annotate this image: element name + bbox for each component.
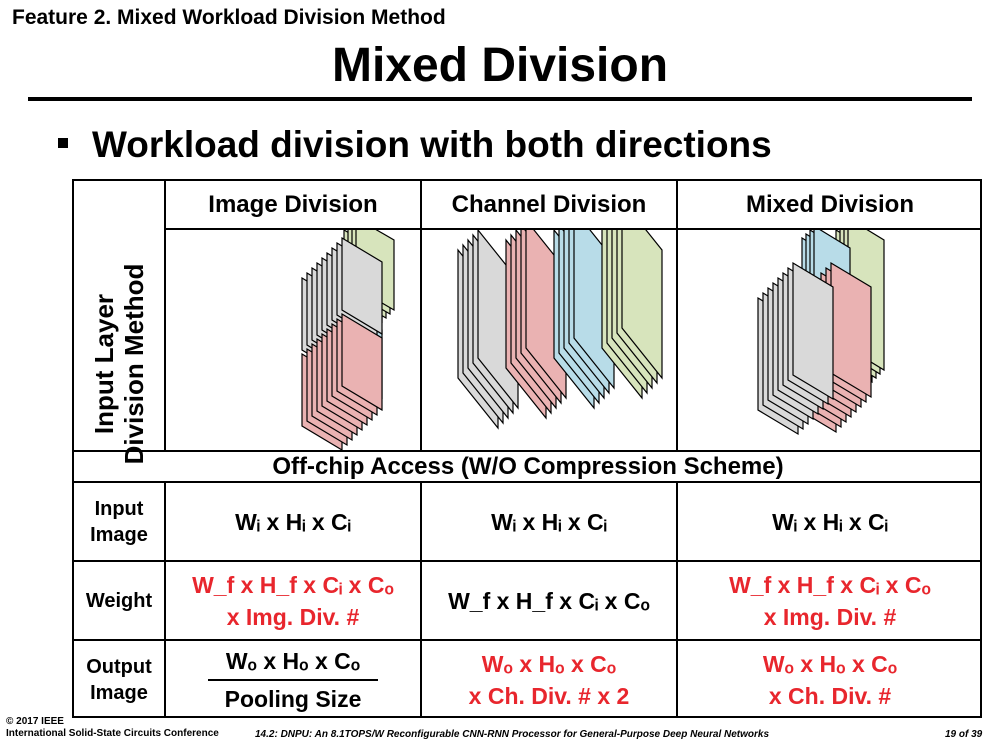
- paper-reference: 14.2: DNPU: An 8.1TOPS/W Reconfigurable …: [255, 729, 770, 740]
- bullet-text: Workload division with both directions: [92, 124, 772, 165]
- numerator: Wₒ x Hₒ x Cₒ: [225, 647, 361, 674]
- header-mixed-division: Mixed Division: [745, 190, 915, 218]
- denominator: Pooling Size: [224, 685, 362, 712]
- fraction-bar: [208, 678, 378, 681]
- red-plane: [341, 312, 383, 412]
- gray-plane: [792, 261, 834, 401]
- cell-input-mixed-division: Wᵢ x Hᵢ x Cᵢ: [678, 483, 982, 560]
- cell-input-channel-division: Wᵢ x Hᵢ x Cᵢ: [422, 483, 676, 560]
- green-plane: [621, 230, 663, 380]
- offchip-access-header: Off-chip Access (W/O Compression Scheme): [272, 452, 784, 480]
- header-channel-division: Channel Division: [451, 190, 647, 218]
- header-image-division: Image Division: [208, 190, 378, 218]
- title-rule: [28, 97, 972, 101]
- cell-weight-channel-division: W_f x H_f x Cᵢ x Cₒ: [448, 587, 650, 614]
- formula: Wᵢ x Hᵢ x Cᵢ: [235, 508, 351, 535]
- formula: Wᵢ x Hᵢ x Cᵢ: [491, 508, 607, 535]
- gray-plane: [341, 236, 383, 336]
- image-division-diagram: [301, 230, 395, 450]
- cell-output-image-division: Wₒ x Hₒ x Cₒ Pooling Size: [166, 641, 420, 718]
- formula: Wᵢ x Hᵢ x Cᵢ: [772, 508, 888, 535]
- page-number: 19 of 39: [945, 729, 983, 740]
- cell-input-image-division: Wᵢ x Hᵢ x Cᵢ: [166, 483, 420, 560]
- channel-division-diagram: [457, 230, 663, 430]
- slide-title: Mixed Division: [331, 39, 669, 92]
- feature-heading: Feature 2. Mixed Workload Division Metho…: [12, 6, 446, 29]
- red-plane: [830, 261, 872, 399]
- bullet-marker: [58, 138, 68, 148]
- mixed-division-diagram: [757, 230, 885, 436]
- row-label-weight: Weight: [85, 589, 153, 612]
- fraction: Wₒ x Hₒ x Cₒ Pooling Size: [208, 645, 378, 715]
